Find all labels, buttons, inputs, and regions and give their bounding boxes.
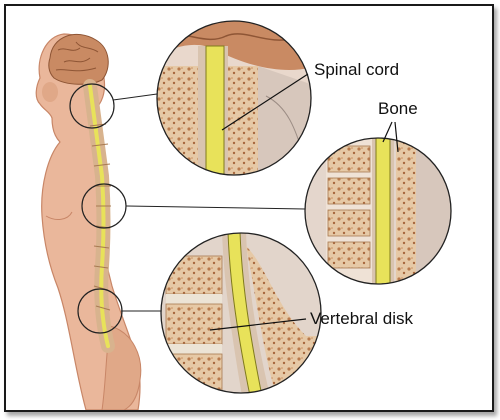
bone-label: Bone (378, 99, 418, 118)
zoom-lumbar (161, 233, 321, 393)
brain (48, 33, 109, 85)
zoom-thoracic (305, 138, 451, 284)
spine-anatomy-illustration (35, 20, 452, 410)
vertebral-disk-label: Vertebral disk (310, 309, 413, 328)
illustration-frame: Spinal cord Bone Vertebral disk (4, 4, 494, 412)
face (42, 82, 58, 102)
zoom-neck (157, 21, 311, 175)
spine-cord-figure (88, 84, 110, 348)
callout-circle-neck (69, 83, 115, 129)
spinal-cord-label: Spinal cord (314, 60, 400, 79)
